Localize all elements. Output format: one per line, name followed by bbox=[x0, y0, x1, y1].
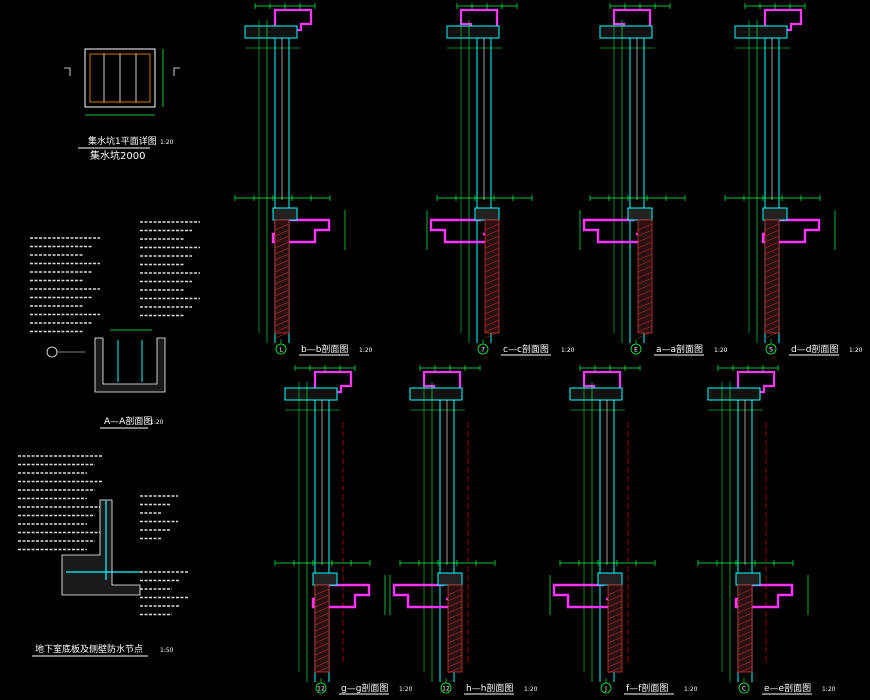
axis-label: S bbox=[769, 347, 773, 354]
axis-label: 7 bbox=[481, 347, 485, 354]
section-scale: 1:20 bbox=[524, 686, 538, 693]
axis-label: C bbox=[742, 686, 746, 693]
coping-ledge bbox=[271, 218, 331, 244]
axis-bubble bbox=[765, 343, 777, 355]
basement-detail-scale: 1:50 bbox=[160, 647, 174, 654]
roof-slab bbox=[446, 25, 500, 39]
coping-ledge bbox=[734, 583, 794, 609]
axis-label: 12 bbox=[317, 686, 325, 693]
section-aa-detail bbox=[30, 221, 200, 393]
axis-label: 12 bbox=[442, 686, 450, 693]
hatched-wall bbox=[274, 219, 290, 334]
hatched-wall bbox=[484, 219, 500, 334]
wall-section: 12 g—g剖面图 1:20 bbox=[274, 365, 413, 695]
section-title: f—f剖面图 bbox=[626, 682, 668, 694]
wall-section: 7 c—c剖面图 1:20 bbox=[426, 3, 575, 356]
pit-plan-scale: 1:20 bbox=[160, 139, 174, 146]
floor-slab bbox=[762, 207, 788, 221]
roof-slab bbox=[734, 25, 788, 39]
hatched-wall bbox=[764, 219, 780, 334]
section-aa-scale: 1:20 bbox=[150, 419, 164, 426]
roof-slab bbox=[569, 387, 623, 401]
pit-plan-detail bbox=[64, 48, 180, 116]
floor-slab bbox=[437, 572, 463, 586]
coping-ledge bbox=[311, 583, 371, 609]
axis-label: E bbox=[634, 347, 638, 354]
floor-slab bbox=[735, 572, 761, 586]
axis-bubble bbox=[477, 343, 489, 355]
wall-section: 12 h—h剖面图 1:20 bbox=[389, 365, 538, 695]
axis-bubble bbox=[315, 682, 327, 694]
basement-detail-title: 地下室底板及侧壁防水节点 bbox=[35, 643, 143, 655]
axis-bubble bbox=[275, 343, 287, 355]
section-title: g—g剖面图 bbox=[341, 682, 388, 694]
roof-slab bbox=[409, 387, 463, 401]
section-scale: 1:20 bbox=[684, 686, 698, 693]
axis-bubble bbox=[600, 682, 612, 694]
roof-slab bbox=[244, 25, 298, 39]
section-scale: 1:20 bbox=[359, 347, 373, 354]
axis-label: J bbox=[604, 686, 607, 693]
basement-waterproof-detail bbox=[18, 455, 188, 616]
section-title: b—b剖面图 bbox=[301, 343, 348, 355]
axis-bubble bbox=[630, 343, 642, 355]
section-scale: 1:20 bbox=[561, 347, 575, 354]
pit-plan-title: 集水坑1平面详图 bbox=[88, 135, 157, 147]
section-scale: 1:20 bbox=[849, 347, 863, 354]
section-title: d—d剖面图 bbox=[791, 343, 838, 355]
floor-slab bbox=[627, 207, 653, 221]
axis-label: L bbox=[279, 347, 283, 354]
section-aa-title: A—A剖面图 bbox=[104, 415, 152, 427]
roof-slab bbox=[599, 25, 653, 39]
pit-plan-subtitle: 集水坑2000 bbox=[90, 149, 145, 162]
section-title: e—e剖面图 bbox=[764, 682, 811, 694]
roof-slab bbox=[284, 387, 338, 401]
floor-slab bbox=[272, 207, 298, 221]
axis-bubble bbox=[440, 682, 452, 694]
axis-bubble bbox=[738, 682, 750, 694]
section-title: h—h剖面图 bbox=[466, 682, 513, 694]
section-title: a—a剖面图 bbox=[656, 343, 703, 355]
section-scale: 1:20 bbox=[714, 347, 728, 354]
section-title: c—c剖面图 bbox=[503, 343, 549, 355]
hatched-wall bbox=[637, 219, 653, 334]
floor-slab bbox=[312, 572, 338, 586]
section-scale: 1:20 bbox=[822, 686, 836, 693]
floor-slab bbox=[597, 572, 623, 586]
floor-slab bbox=[474, 207, 500, 221]
coping-ledge bbox=[761, 218, 821, 244]
roof-slab bbox=[707, 387, 761, 401]
section-scale: 1:20 bbox=[399, 686, 413, 693]
